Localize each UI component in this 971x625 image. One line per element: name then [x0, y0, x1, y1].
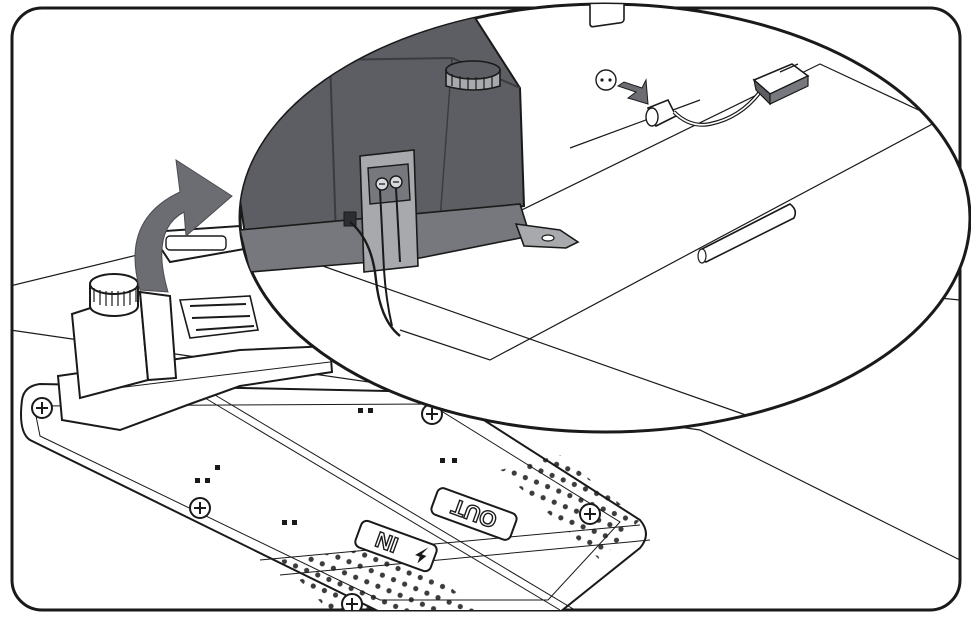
knob-icon [89, 273, 139, 317]
lightning-icon [415, 547, 429, 564]
perimeter-wire-left [379, 189, 393, 327]
wall-socket-icon [589, 4, 625, 91]
charging-station [56, 224, 334, 432]
detail-zoom-view [238, 2, 971, 434]
grip-area-right [500, 455, 640, 560]
screw-icon [579, 503, 601, 525]
screw-icon [341, 593, 363, 610]
charging-base-plate: OUT IN [20, 382, 651, 610]
perimeter-wire-right [395, 187, 401, 263]
power-plug-icon [645, 98, 678, 128]
grip-area-bottom [280, 545, 480, 610]
screw-icon [189, 497, 211, 519]
screw-icon [31, 397, 53, 419]
in-label: IN [354, 519, 438, 573]
power-adapter-icon [752, 63, 810, 106]
wire-connector [697, 203, 797, 264]
station-housing-zoom [240, 8, 580, 337]
wire-terminals [375, 175, 403, 191]
power-cable [349, 221, 401, 337]
curved-arrow-icon [134, 159, 233, 293]
charging-contacts [189, 303, 255, 331]
knob-icon [445, 60, 501, 91]
wall-line [569, 99, 701, 149]
insert-arrow-icon [616, 78, 649, 105]
